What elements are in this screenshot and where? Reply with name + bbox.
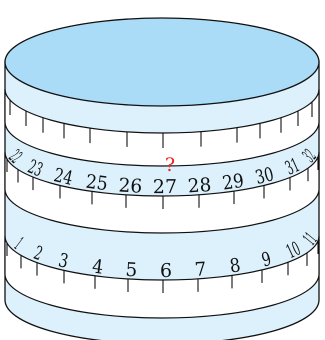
- top-tape-ticks: [9, 100, 313, 148]
- cylinder-top: [4, 17, 320, 107]
- middle-tape-band: [4, 151, 320, 234]
- tape-number-label: 27: [153, 176, 177, 198]
- tape-number-label: 25: [84, 171, 109, 196]
- tape-number-label: 28: [187, 175, 212, 198]
- tape-number-label: 24: [52, 163, 75, 189]
- bottom-tape-ticks: [6, 240, 319, 293]
- tape-number-label: 7: [194, 259, 207, 281]
- top-tape-band: [4, 88, 320, 167]
- tape-number-label: 4: [91, 256, 105, 279]
- middle-tape-ticks: [6, 156, 319, 209]
- tape-number-label: 26: [118, 175, 143, 198]
- tape-number-label: 6: [160, 260, 172, 282]
- tape-number-label: 29: [221, 170, 245, 195]
- tape-number-label: 30: [253, 162, 276, 188]
- question-mark: ?: [165, 154, 175, 176]
- tape-number-label: 5: [125, 260, 138, 282]
- tape-number-label: 8: [228, 254, 242, 278]
- bottom-tape-band: [4, 235, 320, 319]
